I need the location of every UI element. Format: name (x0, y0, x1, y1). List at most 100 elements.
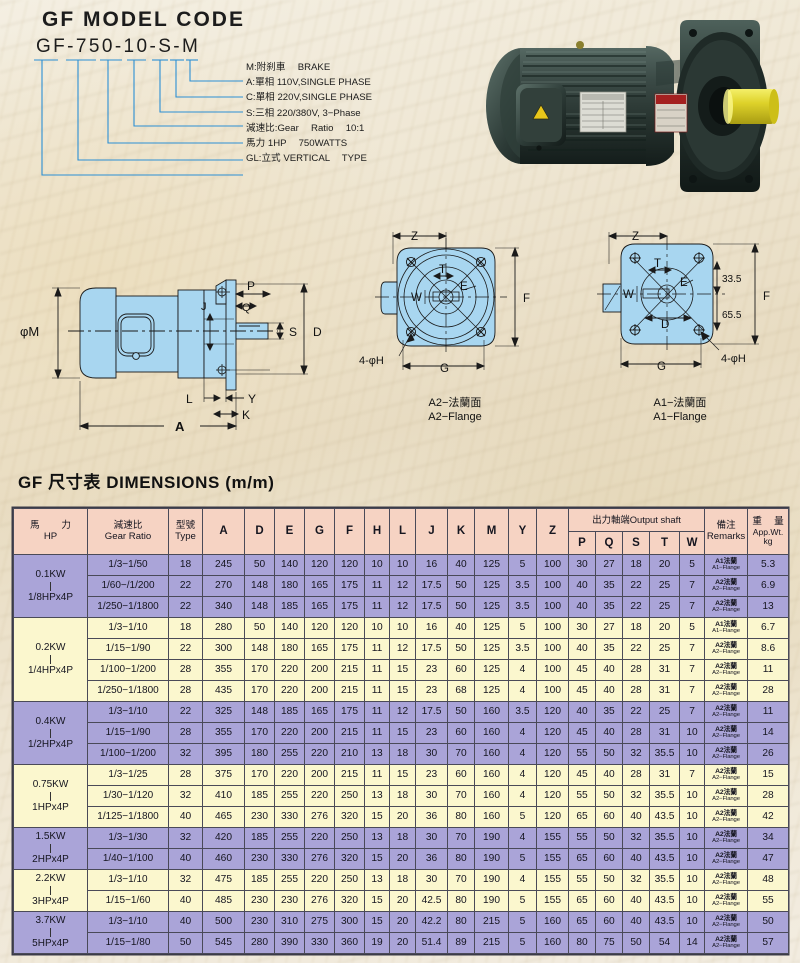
cell-d: 170 (244, 764, 275, 786)
remark-cjk: A2法蘭 (715, 641, 737, 649)
cell-p: 45 (568, 659, 596, 681)
remark-cjk: A2法蘭 (715, 767, 737, 775)
cell-e: 330 (274, 806, 305, 828)
th-hp: 馬 力 HP (13, 508, 88, 555)
cell-a: 280 (202, 617, 245, 639)
th-q: Q (595, 531, 623, 555)
cell-type: 28 (168, 680, 203, 702)
cell-d: 180 (244, 743, 275, 765)
cell-p: 45 (568, 680, 596, 702)
remark-en: A2−Flange (712, 943, 740, 949)
cell-m: 160 (474, 722, 509, 744)
cell-weight: 15 (747, 764, 790, 786)
cell-q: 50 (595, 785, 623, 807)
legend-item-220v: C:單相 220V,SINGLE PHASE (246, 92, 373, 104)
cell-l: 18 (389, 869, 416, 891)
cell-t: 25 (649, 596, 680, 618)
cell-l: 18 (389, 827, 416, 849)
cell-e: 180 (274, 638, 305, 660)
cell-y: 5 (508, 806, 537, 828)
power-connector (50, 844, 51, 853)
power-kw: 0.75KW (32, 778, 69, 790)
th-type: 型號 Type (168, 508, 203, 555)
cell-d: 230 (244, 890, 275, 912)
cell-e: 220 (274, 659, 305, 681)
cell-power-rating: 0.2KW 1/4HPx4P (13, 617, 88, 702)
cell-gear-ratio: 1/15−1/60 (87, 890, 169, 912)
cell-j: 30 (415, 869, 448, 891)
cell-f: 120 (334, 554, 365, 576)
cell-w: 5 (678, 617, 706, 639)
cell-l: 15 (389, 659, 416, 681)
cell-h: 11 (364, 701, 390, 723)
power-kw: 0.2KW (35, 642, 66, 653)
dimension-diagrams: φM P Q J S D L Y K A (0, 198, 800, 456)
cell-w: 10 (678, 911, 706, 933)
cell-q: 40 (595, 722, 623, 744)
cell-y: 5 (508, 890, 537, 912)
cell-t: 43.5 (649, 848, 680, 870)
power-connector (50, 581, 51, 591)
cell-a: 485 (202, 890, 245, 912)
a1-flange-caption: A1−法蘭面 A1−Flange (605, 396, 755, 424)
cell-weight: 6.9 (747, 575, 790, 597)
power-hp: 1/4HPx4P (27, 665, 74, 676)
cell-d: 148 (244, 638, 275, 660)
cell-j: 17.5 (415, 596, 448, 618)
cell-g: 220 (304, 785, 335, 807)
cell-m: 160 (474, 743, 509, 765)
cell-g: 165 (304, 575, 335, 597)
cell-s: 40 (622, 890, 650, 912)
th-k: K (447, 508, 475, 555)
cell-j: 30 (415, 827, 448, 849)
cell-k: 50 (447, 638, 475, 660)
dimensions-table: 馬 力 HP 減速比 Gear Ratio 型號 Type A D E G (13, 508, 790, 954)
label-g: G (657, 361, 666, 373)
cell-p: 40 (568, 575, 596, 597)
cell-e: 220 (274, 722, 305, 744)
cell-f: 250 (334, 785, 365, 807)
remark-en: A2−Flange (712, 586, 740, 592)
label-q: Q (242, 302, 251, 314)
th-m: M (474, 508, 509, 555)
side-view-diagram: φM P Q J S D L Y K A (20, 279, 322, 431)
cell-m: 190 (474, 848, 509, 870)
cell-y: 3.5 (508, 596, 537, 618)
cell-type: 40 (168, 890, 203, 912)
cell-g: 275 (304, 911, 335, 933)
cell-type: 28 (168, 659, 203, 681)
cell-d: 170 (244, 722, 275, 744)
cell-h: 10 (364, 554, 390, 576)
cell-s: 32 (622, 869, 650, 891)
cell-t: 31 (649, 659, 680, 681)
th-s: S (622, 531, 650, 555)
cell-y: 4 (508, 764, 537, 786)
cell-y: 4 (508, 680, 537, 702)
cell-m: 160 (474, 764, 509, 786)
cell-q: 50 (595, 743, 623, 765)
cell-j: 17.5 (415, 638, 448, 660)
cell-j: 36 (415, 806, 448, 828)
cell-h: 11 (364, 575, 390, 597)
label-t: T (439, 264, 446, 276)
cell-g: 200 (304, 680, 335, 702)
cell-l: 20 (389, 806, 416, 828)
cell-weight: 13 (747, 596, 790, 618)
cell-a: 270 (202, 575, 245, 597)
dimensions-title: GF 尺寸表 DIMENSIONS (m/m) (18, 473, 275, 492)
cell-s: 22 (622, 638, 650, 660)
cell-q: 40 (595, 659, 623, 681)
remark-en: A2−Flange (712, 754, 740, 760)
cell-e: 140 (274, 554, 305, 576)
